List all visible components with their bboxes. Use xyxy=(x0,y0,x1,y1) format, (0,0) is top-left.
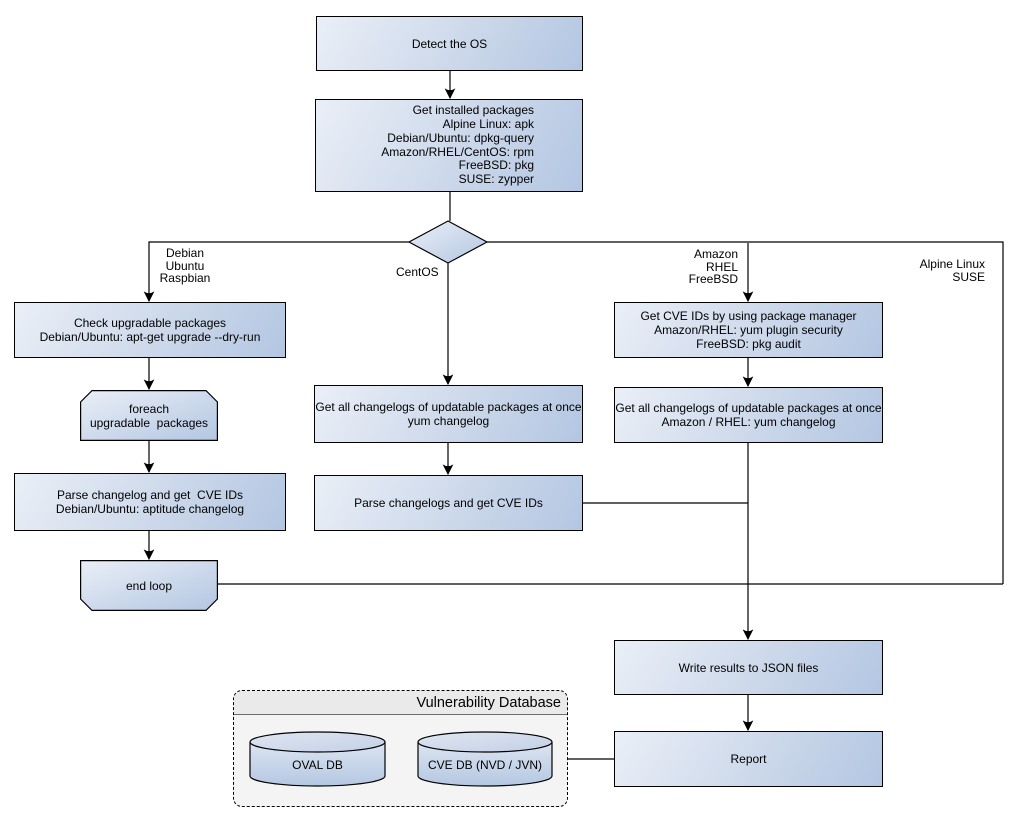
cylinder-label: CVE DB (NVD / JVN) xyxy=(427,758,542,772)
node-get-cve-ids: Get CVE IDs by using package manager Ama… xyxy=(614,302,883,358)
node-label: end loop xyxy=(125,578,173,593)
node-foreach-loop-start: foreach upgradable packages xyxy=(80,390,218,441)
edge-label-amazon-branch: Amazon RHEL FreeBSD xyxy=(688,247,738,286)
cylinder-label: OVAL DB xyxy=(292,758,343,772)
node-label: Detect the OS xyxy=(411,36,488,51)
node-get-changelogs-amazon: Get all changelogs of updatable packages… xyxy=(614,387,883,443)
edge-label-debian-branch: Debian Ubuntu Raspbian xyxy=(159,246,211,285)
node-report: Report xyxy=(614,731,883,787)
node-check-upgradable-packages: Check upgradable packages Debian/Ubuntu:… xyxy=(14,302,286,358)
node-label: Write results to JSON files xyxy=(678,660,819,675)
node-label: Get CVE IDs by using package manager Ama… xyxy=(640,309,857,351)
node-parse-changelogs: Parse changelogs and get CVE IDs xyxy=(314,475,583,531)
node-get-changelogs-centos: Get all changelogs of updatable packages… xyxy=(314,385,583,443)
node-label: Report xyxy=(730,752,767,766)
node-get-installed-packages: Get installed packages Alpine Linux: apk… xyxy=(315,99,583,192)
edge-label-centos-branch: CentOS xyxy=(396,265,439,279)
oval-db-cylinder: OVAL DB xyxy=(249,731,386,787)
node-label: Parse changelogs and get CVE IDs xyxy=(354,496,543,510)
loop-end-shape xyxy=(80,560,218,611)
cve-db-cylinder: CVE DB (NVD / JVN) xyxy=(417,731,553,787)
loop-start-shape xyxy=(80,390,218,441)
os-decision-diamond xyxy=(407,220,489,264)
node-label: Get all changelogs of updatable packages… xyxy=(315,400,582,428)
database-cylinder-shape xyxy=(249,731,386,787)
vulnerability-database-title: Vulnerability Database xyxy=(416,694,561,711)
node-label: foreach upgradable packages xyxy=(89,401,209,430)
edge-label-alpine-branch: Alpine Linux SUSE xyxy=(919,257,985,284)
node-parse-changelog-debian: Parse changelog and get CVE IDs Debian/U… xyxy=(14,473,286,531)
node-label: Get all changelogs of updatable packages… xyxy=(615,401,882,429)
vulnerability-database-header: Vulnerability Database xyxy=(234,691,567,715)
node-label: Parse changelog and get CVE IDs Debian/U… xyxy=(55,488,245,516)
database-cylinder-shape xyxy=(417,731,553,787)
node-label: Get installed packages Alpine Linux: apk… xyxy=(381,102,534,187)
node-write-results-json: Write results to JSON files xyxy=(614,640,883,695)
node-detect-os: Detect the OS xyxy=(316,16,583,71)
node-end-loop: end loop xyxy=(80,560,218,611)
node-label: Check upgradable packages Debian/Ubuntu:… xyxy=(39,316,261,344)
